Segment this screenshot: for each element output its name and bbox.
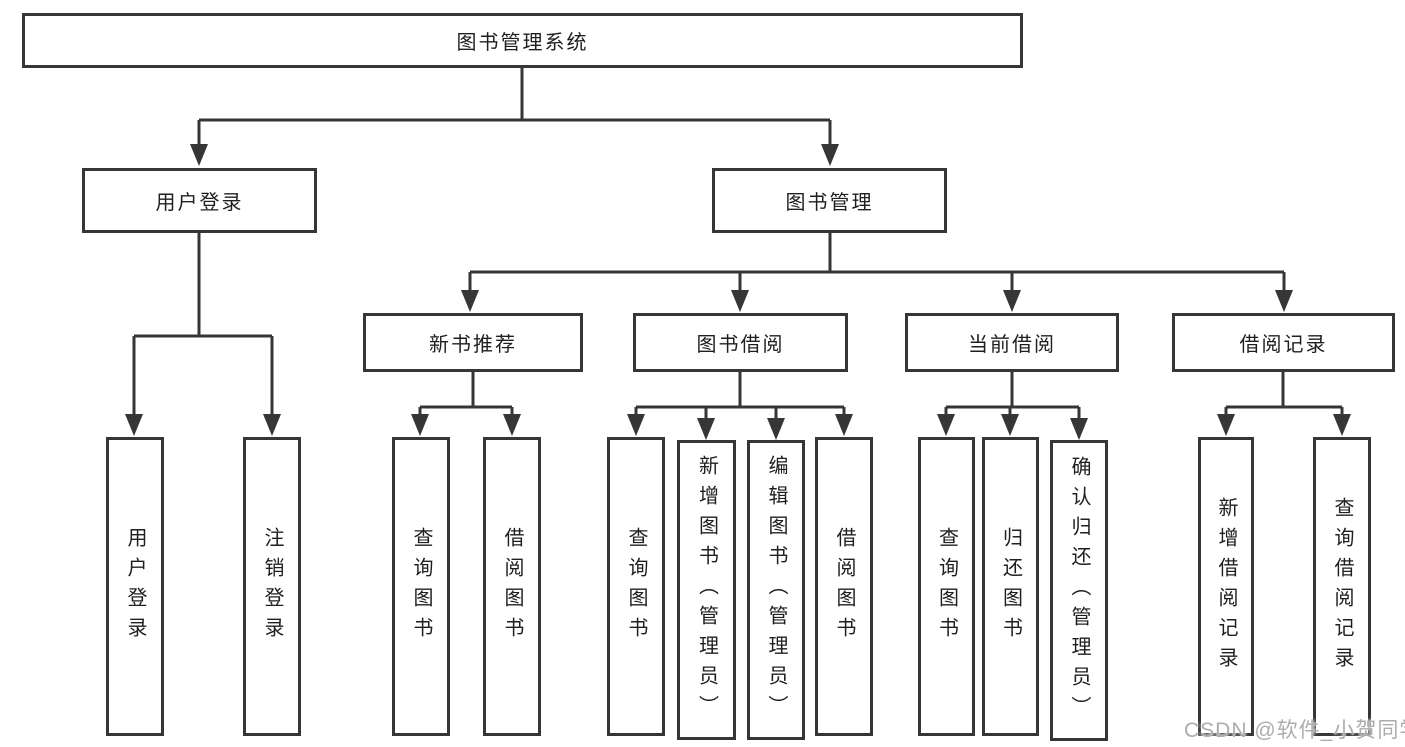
arrow-down-icon: [461, 272, 479, 312]
leaf-newbook-query-books: 查询图书: [392, 437, 450, 736]
node-current-borrowing: 当前借阅: [905, 313, 1119, 372]
arrow-down-icon: [937, 407, 955, 436]
node-library-management-system: 图书管理系统: [22, 13, 1023, 68]
arrow-down-icon: [835, 407, 853, 436]
arrow-down-icon: [1333, 407, 1351, 436]
arrow-down-icon: [1003, 272, 1021, 312]
leaf-newbook-borrow-books: 借阅图书: [483, 437, 541, 736]
arrow-down-icon: [821, 120, 839, 166]
arrow-down-icon: [503, 407, 521, 436]
leaf-records-add-record: 新增借阅记录: [1198, 437, 1254, 736]
arrow-down-icon: [190, 120, 208, 166]
arrow-down-icon: [697, 407, 715, 440]
leaf-borrow-query-books: 查询图书: [607, 437, 665, 736]
arrow-down-icon: [1217, 407, 1235, 436]
leaf-borrow-borrow-books: 借阅图书: [815, 437, 873, 736]
leaf-borrow-add-books-admin: 新增图书（管理员）: [677, 440, 736, 740]
node-borrowing-records: 借阅记录: [1172, 313, 1395, 372]
arrow-down-icon: [411, 407, 429, 436]
arrow-down-icon: [125, 336, 143, 436]
arrow-down-icon: [767, 407, 785, 440]
node-user-login: 用户登录: [82, 168, 317, 233]
node-book-borrowing: 图书借阅: [633, 313, 848, 372]
arrow-down-icon: [627, 407, 645, 436]
watermark: CSDN @软件_小贺同学: [1184, 719, 1405, 742]
node-book-management: 图书管理: [712, 168, 947, 233]
arrow-down-icon: [263, 336, 281, 436]
leaf-user-login: 用户登录: [106, 437, 164, 736]
leaf-borrow-edit-books-admin: 编辑图书（管理员）: [747, 440, 805, 740]
leaf-current-confirm-return-admin: 确认归还（管理员）: [1050, 440, 1108, 741]
arrow-down-icon: [1275, 272, 1293, 312]
connector-lines: [134, 68, 1342, 409]
leaf-logout: 注销登录: [243, 437, 301, 736]
leaf-records-query-record: 查询借阅记录: [1313, 437, 1371, 736]
node-new-book-recommendation: 新书推荐: [363, 313, 583, 372]
leaf-current-return-books: 归还图书: [982, 437, 1039, 736]
arrow-down-icon: [731, 272, 749, 312]
arrow-down-icon: [1001, 407, 1019, 436]
leaf-current-query-books: 查询图书: [918, 437, 975, 736]
arrow-down-icon: [1070, 407, 1088, 440]
arrowheads: [125, 120, 1351, 440]
